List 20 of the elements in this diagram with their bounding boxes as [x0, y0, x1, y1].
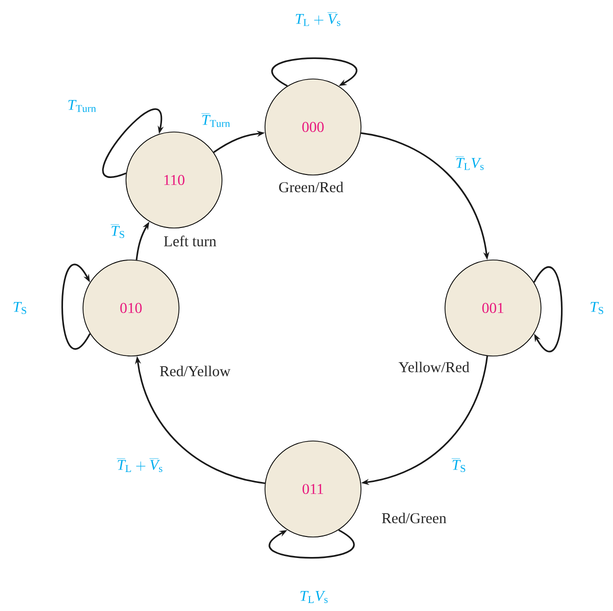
arrow [533, 266, 563, 352]
edge-label: $T_{\mathrm{S}}$ [12, 300, 28, 316]
state-label: Green/Red [279, 182, 344, 192]
state-label: Yellow/Red [398, 362, 470, 372]
edge-label: $T_{\mathrm{L}}V_{\mathrm{s}}$ [298, 590, 330, 604]
edge-label: $\overline{T}_{\mathrm{L}}V_{\mathrm{s}}$ [454, 154, 486, 172]
edge-label: $T_{\mathrm{Turn}}$ [66, 98, 98, 114]
edge-label: $\overline{T}_{\mathrm{Turn}}$ [200, 112, 232, 128]
edge-label: $\overline{T}_{\mathrm{S}}$ [110, 222, 126, 240]
arrow [268, 529, 355, 559]
arrow [102, 108, 164, 178]
state-label: Left turn [164, 236, 216, 246]
edge-label: $T_{\mathrm{S}}$ [588, 300, 606, 316]
state-label: Red/Green [382, 512, 446, 524]
edge-label: $\overline{T}_{\mathrm{L}}+\overline{V}_{\mathrm{s}}$ [116, 456, 164, 474]
arrow [61, 264, 91, 350]
edge-label: $\overline{T}_{\mathrm{S}}$ [450, 456, 468, 474]
state-label: Red/Yellow [160, 366, 230, 376]
arrow [271, 57, 358, 87]
edge-label: $T_{\mathrm{L}}+\overline{V}_{\mathrm{s}}$ [294, 10, 342, 28]
